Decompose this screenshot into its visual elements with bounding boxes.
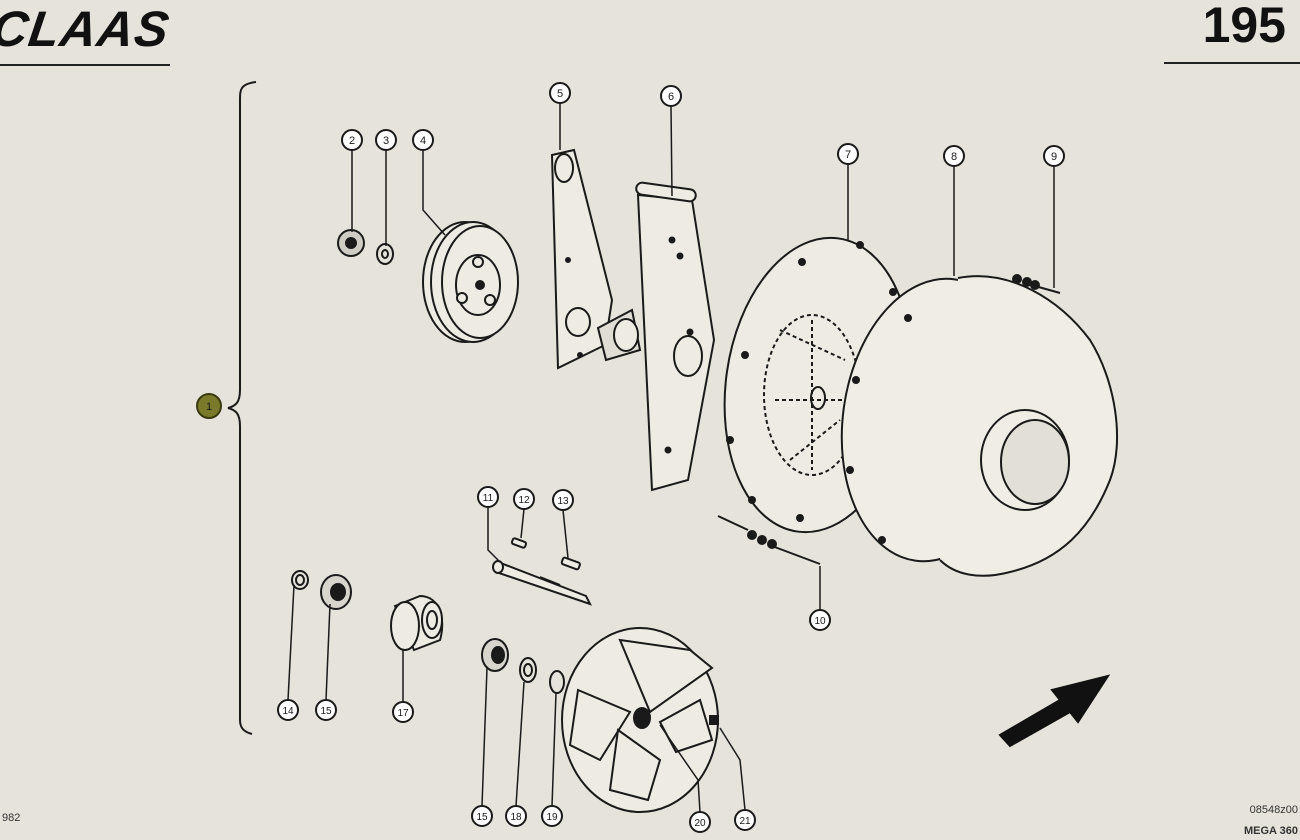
svg-text:7: 7: [845, 149, 851, 161]
callout-3: 3: [375, 129, 397, 151]
svg-text:1: 1: [206, 401, 212, 413]
callout-8: 8: [943, 145, 965, 167]
part-13-key: [560, 556, 581, 571]
svg-text:20: 20: [694, 818, 706, 829]
callout-15-right: 15: [471, 805, 493, 827]
part-10-bolt: [717, 515, 821, 565]
callout-21: 21: [734, 809, 756, 831]
direction-arrow-icon: [998, 674, 1111, 748]
callout-5: 5: [549, 82, 571, 104]
svg-text:8: 8: [951, 151, 957, 163]
svg-text:10: 10: [814, 616, 826, 627]
part-15-bearing-right: [481, 638, 509, 672]
callout-11: 11: [477, 486, 499, 508]
callout-10: 10: [809, 609, 831, 631]
part-20-impeller: [561, 627, 719, 813]
assembly-brace: [227, 81, 257, 735]
header-rule-right: [1164, 62, 1300, 64]
callout-18: 18: [505, 805, 527, 827]
callout-13: 13: [552, 489, 574, 511]
svg-text:13: 13: [557, 496, 569, 507]
footer-model: MEGA 360: [1243, 825, 1298, 837]
callout-2: 2: [341, 129, 363, 151]
part-21-nut: [709, 715, 719, 725]
callout-15-left: 15: [315, 699, 337, 721]
svg-text:15: 15: [320, 706, 332, 717]
part-18-washer: [519, 657, 537, 683]
part-19-circlip: [549, 670, 565, 694]
svg-text:5: 5: [557, 88, 563, 100]
header-rule-left: [0, 64, 170, 66]
svg-text:17: 17: [397, 708, 409, 719]
callout-19: 19: [541, 805, 563, 827]
part-9-bolt: [1012, 274, 1061, 294]
svg-text:21: 21: [739, 816, 751, 827]
part-4-pulley: [422, 221, 519, 343]
svg-text:11: 11: [483, 493, 494, 504]
svg-text:4: 4: [420, 135, 426, 147]
callout-1: 1: [196, 393, 222, 419]
footer-drawing-code: 08548z00: [1249, 804, 1298, 816]
callout-7: 7: [837, 143, 859, 165]
callout-9: 9: [1043, 145, 1065, 167]
svg-text:9: 9: [1051, 151, 1057, 163]
part-14-circlip: [291, 570, 309, 590]
svg-text:6: 6: [668, 91, 674, 103]
svg-text:15: 15: [476, 812, 488, 823]
svg-text:14: 14: [282, 706, 294, 717]
svg-text:12: 12: [518, 495, 530, 506]
part-5-bracket: [550, 148, 642, 370]
callout-17: 17: [392, 701, 414, 723]
part-6-arm: [635, 181, 716, 492]
svg-text:18: 18: [510, 812, 522, 823]
callout-14: 14: [277, 699, 299, 721]
leader-lines: [287, 103, 1055, 813]
part-15-bearing-left: [320, 574, 352, 610]
part-11-shaft: [492, 560, 592, 606]
part-3-washer: [376, 243, 394, 265]
footer-left-code: 982: [2, 812, 21, 824]
part-8-fan-housing: [840, 275, 1119, 577]
callout-20: 20: [689, 811, 711, 833]
svg-text:2: 2: [349, 135, 355, 147]
part-17-hub: [390, 594, 444, 652]
callout-12: 12: [513, 488, 535, 510]
part-2-nut: [337, 229, 365, 257]
page-number: 195: [1202, 0, 1286, 53]
callout-4: 4: [412, 129, 434, 151]
svg-text:3: 3: [383, 135, 389, 147]
part-12-key: [510, 537, 528, 549]
svg-text:19: 19: [546, 812, 558, 823]
callout-6: 6: [660, 85, 682, 107]
